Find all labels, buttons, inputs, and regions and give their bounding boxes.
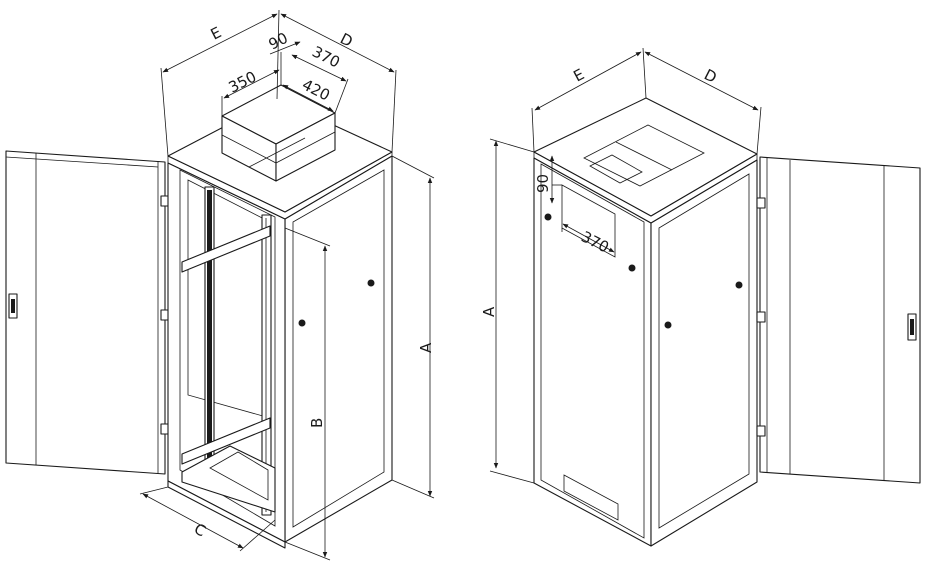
left-cabinet-side [284, 155, 393, 543]
left-open-door [5, 150, 166, 475]
dim-label-D: D [337, 30, 355, 51]
right-cabinet-view: E D A 90 370 [480, 47, 921, 547]
cutout-label-370: 370 [309, 43, 343, 72]
dim-label-C: C [191, 520, 209, 541]
right-open-door [756, 156, 921, 484]
dim-label-A-right: A [480, 306, 498, 317]
right-cabinet-side [650, 159, 758, 547]
dim-label-A-left: A [417, 342, 435, 353]
cutout-label-90: 90 [266, 29, 291, 54]
left-cabinet-view: E D 90 370 350 420 A B C [5, 9, 435, 561]
cutout-label-350: 350 [226, 68, 260, 97]
cutout-label-90-right: 90 [534, 174, 552, 193]
dim-label-E: E [208, 23, 225, 43]
dim-label-D-right: D [701, 66, 719, 87]
dim-label-B: B [308, 418, 326, 428]
